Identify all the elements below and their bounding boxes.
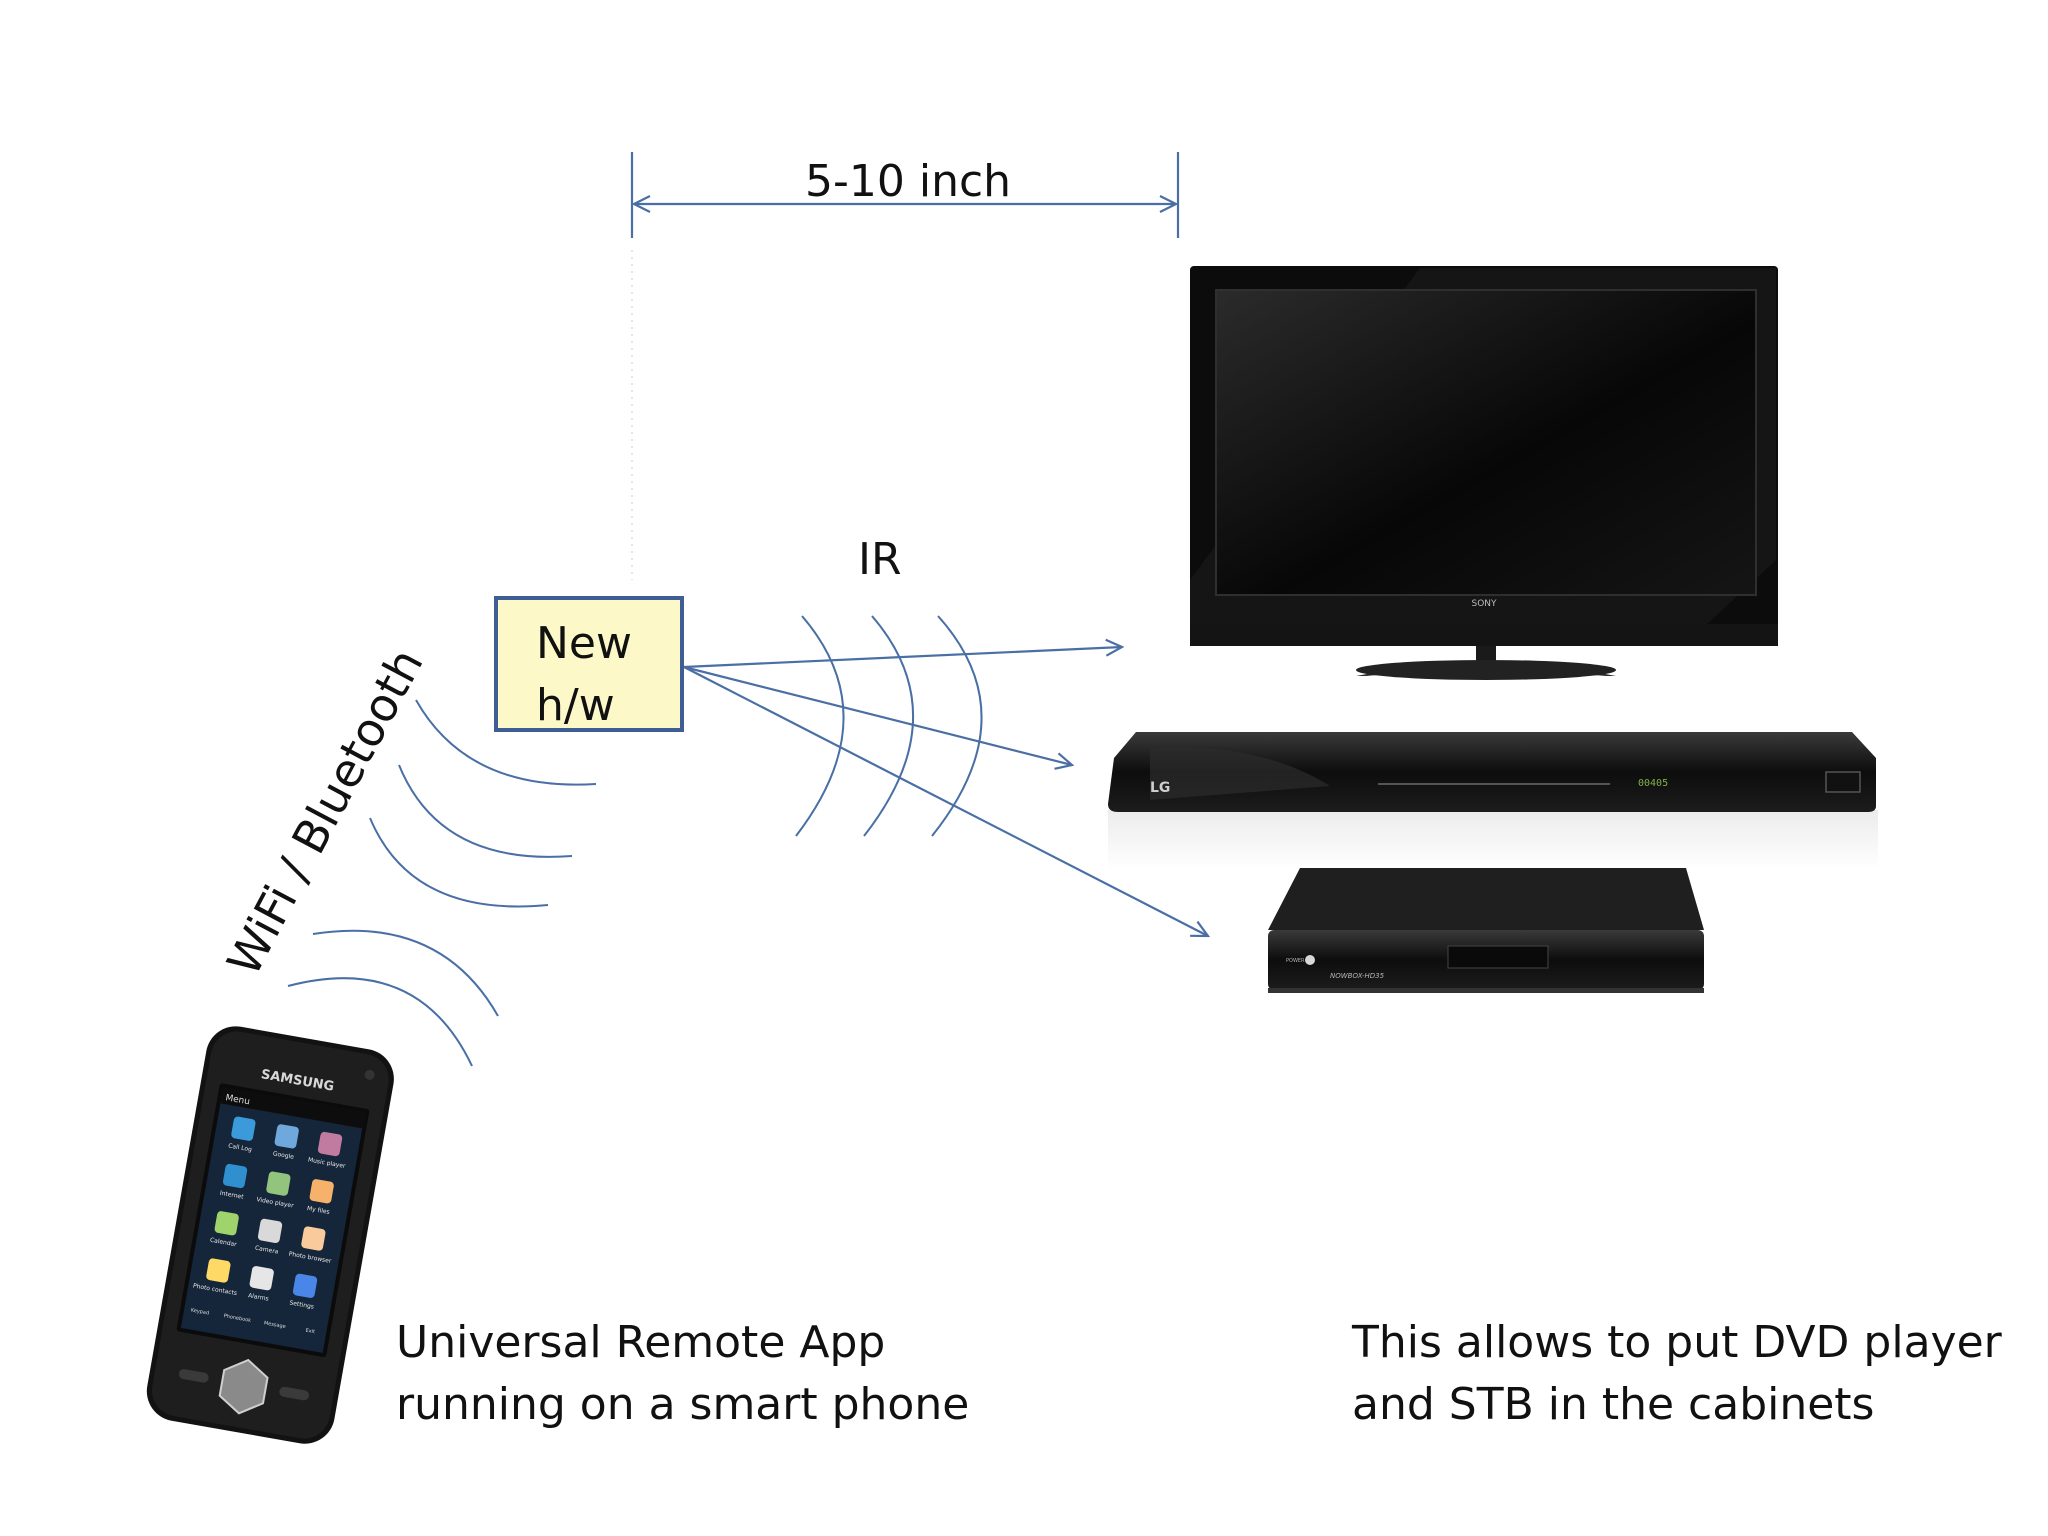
tv-image: SONY bbox=[1190, 266, 1778, 680]
phone-softkey-label: Message bbox=[263, 1320, 286, 1330]
bluray-player-image: LG 00405 bbox=[1108, 732, 1878, 870]
phone-app-label: Alarms bbox=[247, 1292, 269, 1303]
dimension-marker bbox=[630, 152, 1180, 238]
phone-softkey-label: Exit bbox=[305, 1328, 315, 1336]
wifi-waves bbox=[287, 699, 597, 1067]
cabinet-caption-line2: and STB in the cabinets bbox=[1352, 1379, 1875, 1430]
phone-menu-label: Menu bbox=[225, 1093, 251, 1107]
dimension-label: 5-10 inch bbox=[805, 156, 1012, 207]
phone-app-label: Internet bbox=[219, 1190, 244, 1201]
ir-waves bbox=[795, 615, 983, 837]
phone-softkey-label: Phonebook bbox=[223, 1313, 251, 1324]
phone-softkeys: Keypad Phonebook Message Exit bbox=[190, 1307, 315, 1335]
new-hardware-label-line1: New bbox=[536, 618, 632, 669]
ir-arrow-tv bbox=[683, 647, 1122, 669]
phone-app-label: Calendar bbox=[209, 1237, 237, 1249]
ir-arrow-stb bbox=[683, 666, 1208, 936]
cabinet-caption: This allows to put DVD player and STB in … bbox=[1352, 1312, 2002, 1436]
phone-app-icons bbox=[206, 1116, 343, 1298]
phone-app-label: My files bbox=[306, 1205, 330, 1216]
set-top-box-image: POWER NOWBOX-HD35 bbox=[1268, 868, 1704, 993]
stb-power-label: POWER bbox=[1286, 958, 1305, 964]
phone-app-label: Call Log bbox=[228, 1142, 253, 1153]
tv-brand-label: SONY bbox=[1471, 599, 1497, 609]
new-hardware-box: New h/w bbox=[494, 596, 684, 732]
ir-label: IR bbox=[858, 534, 902, 585]
bluray-display: 00405 bbox=[1638, 778, 1668, 789]
new-hardware-label-line2: h/w bbox=[536, 680, 615, 731]
phone-caption-line1: Universal Remote App bbox=[396, 1317, 886, 1368]
ir-arrows bbox=[683, 647, 1208, 936]
cabinet-caption-line1: This allows to put DVD player bbox=[1352, 1317, 2002, 1368]
bluray-brand-label: LG bbox=[1150, 780, 1170, 796]
phone-app-label: Settings bbox=[289, 1299, 314, 1310]
phone-app-label: Camera bbox=[254, 1245, 279, 1256]
phone-app-label: Google bbox=[272, 1150, 294, 1161]
ir-arrow-bluray bbox=[683, 665, 1072, 765]
phone-caption-line2: running on a smart phone bbox=[396, 1379, 970, 1430]
stb-model-label: NOWBOX-HD35 bbox=[1330, 972, 1385, 980]
phone-caption: Universal Remote App running on a smart p… bbox=[396, 1312, 969, 1436]
phone-image: Menu Call Log Google bbox=[146, 1026, 394, 1444]
phone-softkey-label: Keypad bbox=[190, 1307, 209, 1316]
